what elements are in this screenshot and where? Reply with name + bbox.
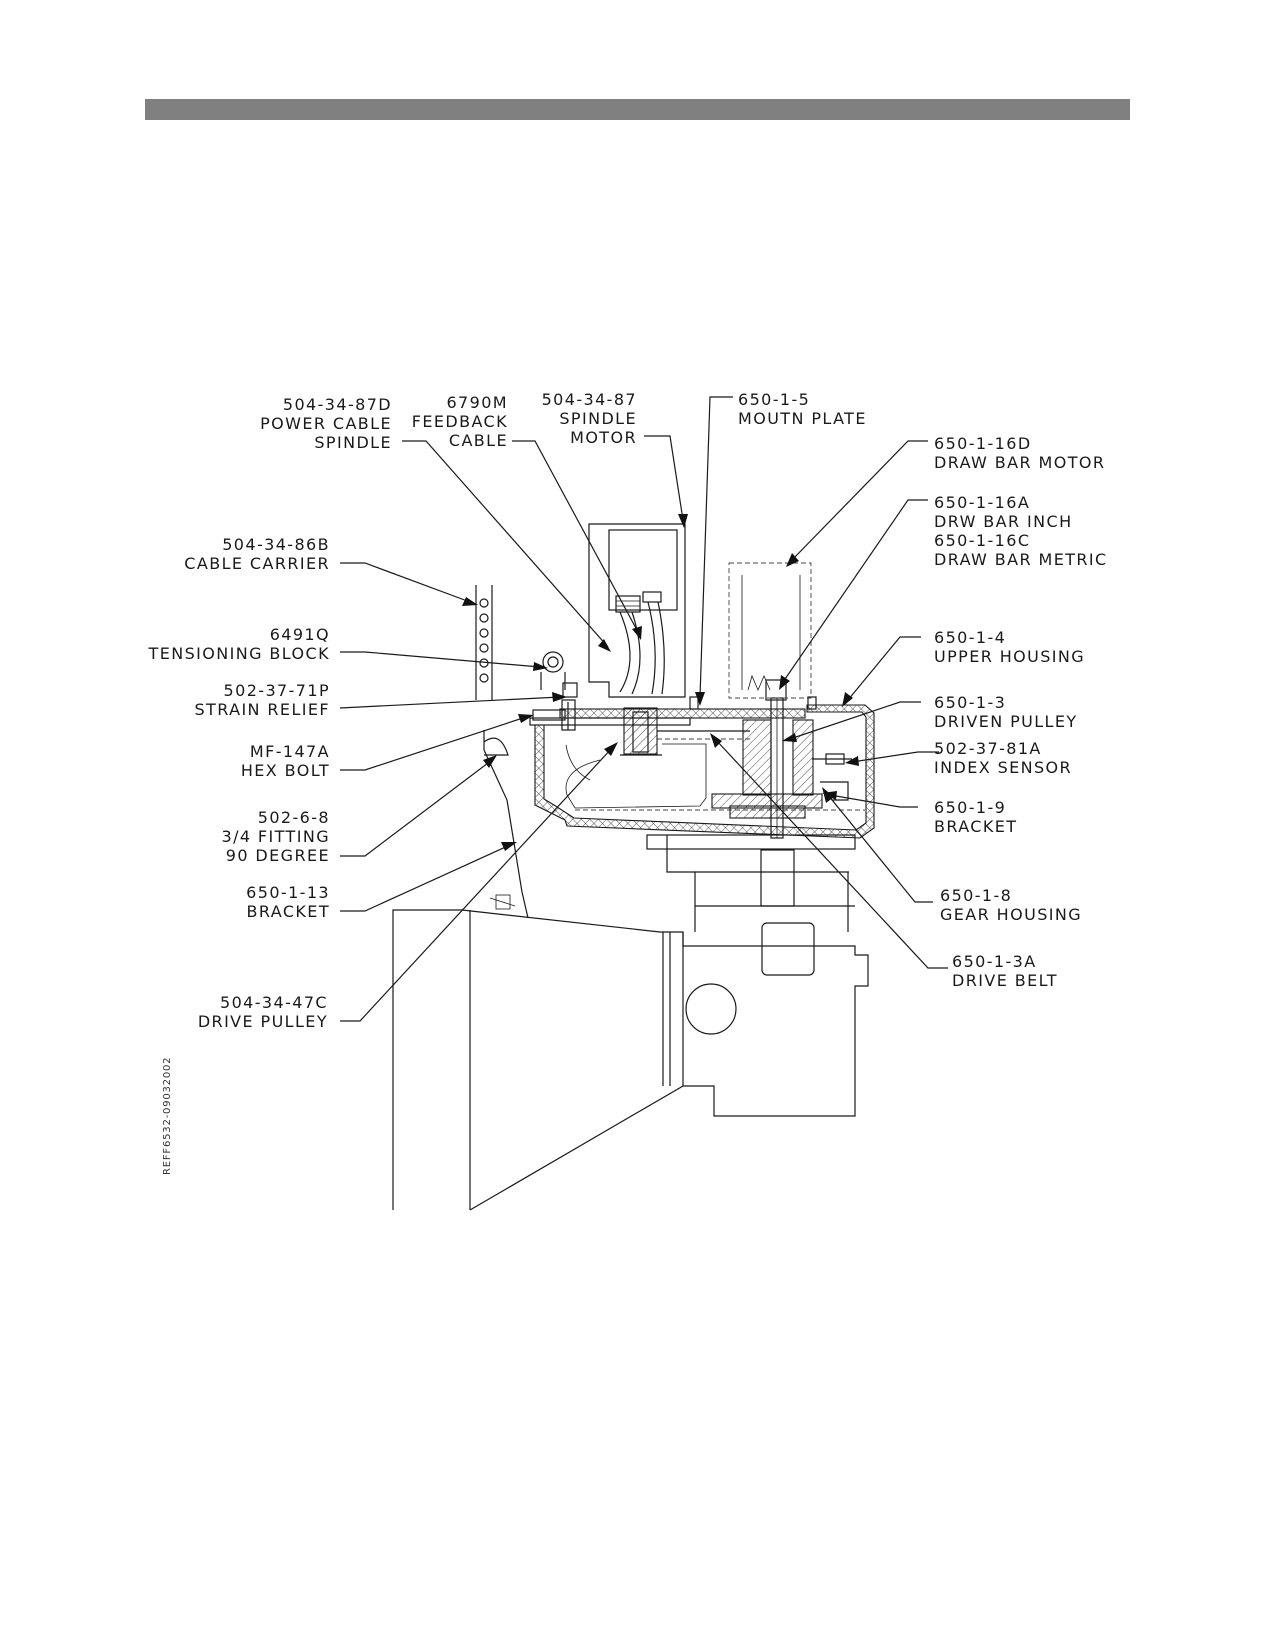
bracket-shape — [483, 749, 529, 919]
callout-mount-plate-line1: 650-1-5 — [738, 390, 810, 409]
tensioning-block-shape — [542, 651, 564, 673]
draw-bar-motor-shape — [728, 562, 812, 699]
power-cable-shape — [619, 611, 631, 693]
header-bar — [145, 99, 1130, 120]
leader-lines — [339, 396, 948, 1022]
callout-feedback-cable-line3: CABLE — [449, 431, 508, 450]
callout-power-cable-line2: POWER CABLE — [260, 414, 392, 433]
callout-draw-bar-line3: 650-1-16C — [934, 531, 1030, 550]
head-casting — [682, 932, 869, 1117]
callout-draw-bar-line2: DRW BAR INCH — [934, 512, 1073, 531]
gear-housing-assembly — [529, 679, 875, 850]
callout-index-sensor-line1: 502-37-81A — [934, 739, 1042, 758]
callout-draw-bar-line4: DRAW BAR METRIC — [934, 550, 1108, 569]
feedback-cable-shape — [647, 601, 656, 695]
callout-drive-belt-line2: DRIVE BELT — [952, 971, 1058, 990]
callout-feedback-cable-line2: FEEDBACK — [412, 412, 508, 431]
mount-plate-shape — [559, 708, 806, 719]
callout-drive-pulley-line1: 504-34-47C — [220, 993, 328, 1012]
head-bore — [685, 983, 737, 1035]
callout-draw-bar-line1: 650-1-16A — [934, 493, 1030, 512]
callout-drive-belt-line1: 650-1-3A — [952, 952, 1037, 971]
callout-hex-bolt-line1: MF-147A — [250, 742, 330, 761]
callout-upper-housing-line2: UPPER HOUSING — [934, 647, 1085, 666]
callout-spindle-motor-line1: 504-34-87 — [542, 390, 637, 409]
callout-strain-relief-line2: STRAIN RELIEF — [195, 700, 331, 719]
callout-fitting-line1: 502-6-8 — [258, 808, 330, 827]
callout-drive-pulley-line2: DRIVE PULLEY — [198, 1012, 328, 1031]
callout-power-cable-line1: 504-34-87D — [283, 395, 392, 414]
head-port — [761, 922, 815, 976]
callout-mount-plate-line2: MOUTN PLATE — [738, 409, 867, 428]
cable-carrier-assembly — [475, 585, 578, 919]
callout-spindle-motor-line3: MOTOR — [570, 428, 637, 447]
callout-draw-bar-motor-line1: 650-1-16D — [934, 434, 1032, 453]
callout-cable-carrier-line2: CABLE CARRIER — [184, 554, 330, 573]
callout-power-cable-line3: SPINDLE — [314, 433, 392, 452]
callout-fitting-line2: 3/4 FITTING — [221, 827, 330, 846]
callout-driven-pulley-line2: DRIVEN PULLEY — [934, 712, 1078, 731]
motor-junction-box — [608, 529, 678, 611]
callout-fitting-line3: 90 DEGREE — [226, 846, 330, 865]
callout-upper-housing-line1: 650-1-4 — [934, 628, 1006, 647]
callout-bracket-13-line1: 650-1-13 — [246, 883, 330, 902]
callout-cable-carrier-line1: 504-34-86B — [222, 535, 330, 554]
callout-labels: 504-34-87D POWER CABLE SPINDLE 6790M FEE… — [148, 390, 1108, 1031]
machine-body — [392, 835, 869, 1211]
callout-driven-pulley-line1: 650-1-3 — [934, 693, 1006, 712]
fitting-shape — [483, 730, 509, 756]
drawing-reference: REFF6532-09032002 — [162, 1057, 173, 1175]
gear-housing-flange — [646, 834, 856, 850]
callout-feedback-cable-line1: 6790M — [446, 393, 508, 412]
spindle-motor-assembly — [588, 523, 686, 698]
machine-column — [392, 909, 684, 1211]
callout-tensioning-block-line1: 6491Q — [270, 625, 330, 644]
callout-gear-housing-line1: 650-1-8 — [940, 886, 1012, 905]
callout-bracket-9-line1: 650-1-9 — [934, 798, 1006, 817]
callout-draw-bar-motor-line2: DRAW BAR MOTOR — [934, 453, 1105, 472]
callout-hex-bolt-line2: HEX BOLT — [241, 761, 330, 780]
upper-housing-wall — [534, 704, 875, 839]
callout-bracket-13-line2: BRACKET — [247, 902, 330, 921]
callout-bracket-9-line2: BRACKET — [934, 817, 1017, 836]
callout-strain-relief-line1: 502-37-71P — [224, 681, 330, 700]
draw-bar-motor-assembly — [728, 562, 812, 699]
callout-spindle-motor-line2: SPINDLE — [559, 409, 637, 428]
callout-gear-housing-line2: GEAR HOUSING — [940, 905, 1082, 924]
callout-index-sensor-line2: INDEX SENSOR — [934, 758, 1072, 777]
drive-pulley-shape — [623, 707, 658, 755]
callout-tensioning-block-line2: TENSIONING BLOCK — [148, 644, 330, 663]
